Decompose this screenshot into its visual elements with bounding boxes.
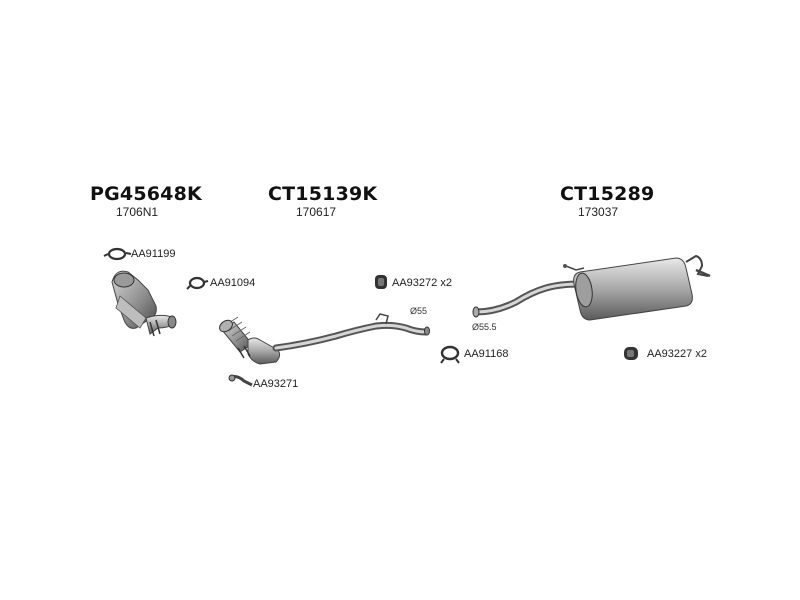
catalytic-converter-icon[interactable]	[111, 270, 177, 337]
front-pipe-icon[interactable]	[217, 313, 430, 365]
assembly-code-rear-silencer: CT15289	[560, 183, 655, 205]
bracket-icon[interactable]	[228, 374, 253, 387]
part-label-clamp: AA91094	[210, 277, 256, 289]
clamp-icon[interactable]	[440, 345, 460, 364]
assembly-ref-front-pipe: 170617	[296, 205, 337, 219]
part-label-clamp: AA91199	[131, 248, 176, 260]
assembly-ref-rear-silencer: 173037	[578, 205, 619, 219]
assembly-code-catalyst: PG45648K	[90, 183, 202, 205]
part-label-bracket: AA93271	[253, 378, 299, 390]
clamp-icon[interactable]	[103, 247, 132, 261]
rear-silencer-icon[interactable]	[472, 254, 711, 321]
assembly-ref-catalyst: 1706N1	[116, 205, 159, 219]
diameter-label-front-pipe: Ø55	[410, 306, 428, 316]
diameter-label-rear-pipe: Ø55.5	[472, 322, 497, 332]
part-label-hanger: AA93227 x2	[647, 348, 707, 360]
rubber-hanger-icon[interactable]	[624, 347, 638, 360]
part-label-clamp: AA91168	[464, 348, 509, 360]
part-label-hanger: AA93272 x2	[392, 277, 452, 289]
rubber-hanger-icon[interactable]	[375, 275, 387, 289]
clamp-icon[interactable]	[186, 276, 209, 290]
assembly-code-front-pipe: CT15139K	[268, 183, 378, 205]
